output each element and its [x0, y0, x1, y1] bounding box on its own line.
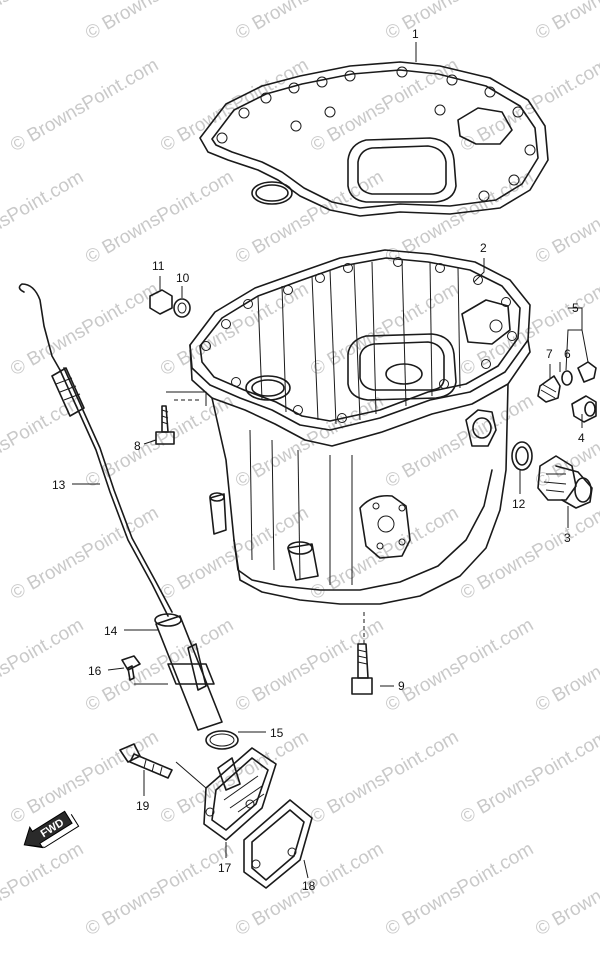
watermark-text: © BrownsPoint.com [532, 839, 600, 941]
callout-7: 7 [546, 347, 553, 361]
callout-8: 8 [134, 439, 141, 453]
watermark-text: © BrownsPoint.com [382, 839, 537, 941]
watermark-text: © BrownsPoint.com [532, 167, 600, 269]
oil-pan-part-2 [189, 249, 531, 605]
watermark-text: © BrownsPoint.com [382, 615, 537, 717]
dipstick-part-13 [18, 283, 173, 617]
washer-part-10 [173, 298, 191, 318]
callout-17: 17 [218, 861, 232, 875]
callout-14: 14 [104, 624, 118, 638]
callout-19: 19 [136, 799, 150, 813]
o-ring-part-6 [561, 370, 573, 386]
callout-12: 12 [512, 497, 526, 511]
watermark-text: © BrownsPoint.com [382, 391, 537, 493]
watermark-text: © BrownsPoint.com [7, 55, 162, 157]
watermark-text: © BrownsPoint.com [457, 727, 600, 829]
drain-plug-part-3 [537, 455, 593, 509]
fitting-part-7 [537, 375, 561, 403]
callout-numbers: 1 2 3 4 5 6 7 8 9 10 11 12 13 14 15 16 1… [52, 27, 585, 893]
watermark-text: © BrownsPoint.com [307, 279, 462, 381]
watermark-text: © BrownsPoint.com [0, 391, 87, 493]
bolt-part-9 [351, 643, 373, 695]
callout-6: 6 [564, 347, 571, 361]
callout-11: 11 [152, 259, 165, 273]
callout-5: 5 [572, 301, 579, 315]
dipstick-guide-part-14 [154, 613, 223, 731]
watermark-text: © BrownsPoint.com [7, 503, 162, 605]
watermark-text: © BrownsPoint.com [82, 167, 237, 269]
callout-9: 9 [398, 679, 405, 693]
watermark-text: © BrownsPoint.com [457, 55, 600, 157]
gasket-part-1 [199, 61, 549, 217]
small-fitting-part-5 [577, 361, 597, 383]
watermark-text: © BrownsPoint.com [157, 279, 312, 381]
callout-13: 13 [52, 478, 66, 492]
strainer-gasket-part-18 [243, 799, 313, 889]
bolt-part-16 [121, 655, 141, 681]
callout-15: 15 [270, 726, 284, 740]
watermark-text: © BrownsPoint.com [0, 167, 87, 269]
bolt-part-19 [119, 743, 173, 779]
o-ring-part-15 [205, 730, 239, 750]
callout-1: 1 [412, 27, 419, 41]
oil-strainer-part-17 [203, 747, 277, 841]
watermark-text: © BrownsPoint.com [232, 0, 387, 44]
callout-16: 16 [88, 664, 102, 678]
callout-18: 18 [302, 879, 316, 893]
watermark-text: © BrownsPoint.com [0, 0, 87, 44]
plug-part-11 [149, 289, 173, 315]
watermark-text: © BrownsPoint.com [0, 839, 87, 941]
watermark-text: © BrownsPoint.com [82, 839, 237, 941]
watermark-text: © BrownsPoint.com [82, 0, 237, 44]
watermark-text: © BrownsPoint.com [532, 615, 600, 717]
watermark-text: © BrownsPoint.com [532, 0, 600, 44]
gasket-washer-part-12 [511, 441, 533, 471]
watermark-text: © BrownsPoint.com [7, 279, 162, 381]
watermark-text: © BrownsPoint.com [382, 0, 537, 44]
watermark-text: © BrownsPoint.com [0, 615, 87, 717]
cap-part-4 [571, 395, 597, 423]
watermark-text: © BrownsPoint.com [7, 727, 162, 829]
watermark-text: © BrownsPoint.com [157, 55, 312, 157]
leader-lines [72, 42, 589, 879]
watermark-text: © BrownsPoint.com [307, 727, 462, 829]
callout-10: 10 [176, 271, 190, 285]
callout-2: 2 [480, 241, 487, 255]
watermark-text: © BrownsPoint.com [157, 727, 312, 829]
watermark-text: © BrownsPoint.com [382, 167, 537, 269]
callout-4: 4 [578, 431, 585, 445]
watermark-text: © BrownsPoint.com [532, 391, 600, 493]
callout-3: 3 [564, 531, 571, 545]
